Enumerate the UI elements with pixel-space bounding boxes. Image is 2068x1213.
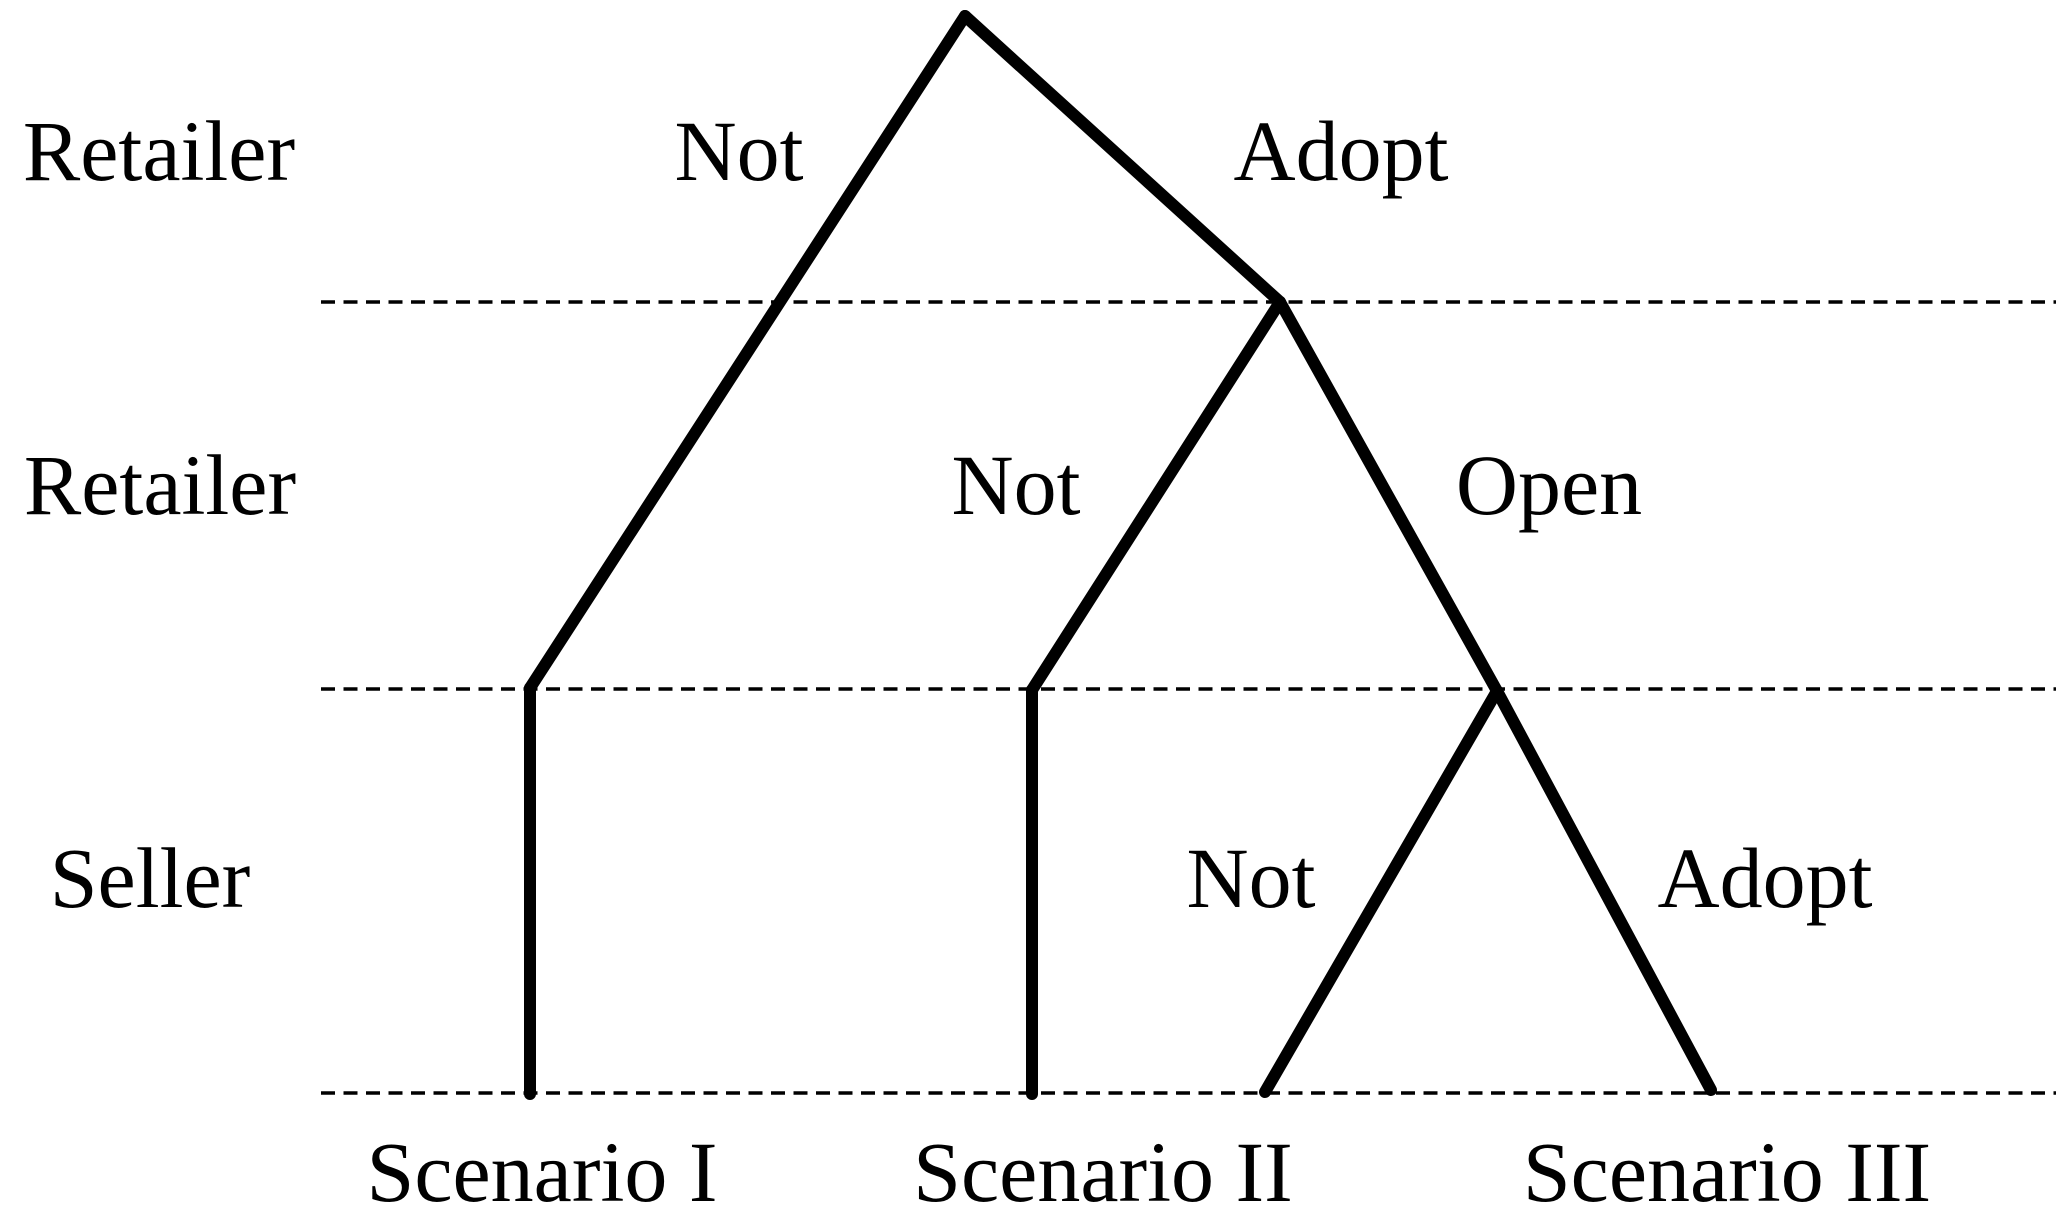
branch-label-not-level3: Not: [1187, 830, 1316, 926]
tree-edges: [524, 10, 1717, 1100]
player-label-retailer-level1: Retailer: [23, 103, 295, 199]
edge-level2-open: [1274, 296, 1503, 697]
player-label-retailer-level2: Retailer: [24, 437, 296, 533]
branch-label-not-level1: Not: [675, 103, 804, 199]
branch-label-open-level2: Open: [1456, 437, 1642, 533]
outcome-label-scenario-1: Scenario I: [366, 1124, 717, 1213]
separator-lines: [321, 300, 2056, 1095]
branch-label-adopt-level3: Adopt: [1658, 830, 1873, 926]
edge-level3-adopt: [1491, 685, 1717, 1096]
player-label-seller-level3: Seller: [50, 830, 251, 926]
edge-level2-not: [1026, 296, 1286, 696]
branch-label-not-level2: Not: [952, 437, 1081, 533]
edge-level3-not: [1259, 685, 1503, 1098]
outcome-label-scenario-2: Scenario II: [913, 1124, 1293, 1213]
branch-labels: Not Adopt Not Open Not Adopt: [675, 103, 1873, 926]
branch-label-adopt-level1: Adopt: [1234, 103, 1449, 199]
outcome-label-scenario-3: Scenario III: [1523, 1124, 1931, 1213]
outcome-labels: Scenario I Scenario II Scenario III: [366, 1124, 1931, 1213]
player-labels: Retailer Retailer Seller: [23, 103, 296, 926]
edge-level1-not: [524, 10, 971, 694]
edge-level1-adopt: [959, 10, 1286, 308]
